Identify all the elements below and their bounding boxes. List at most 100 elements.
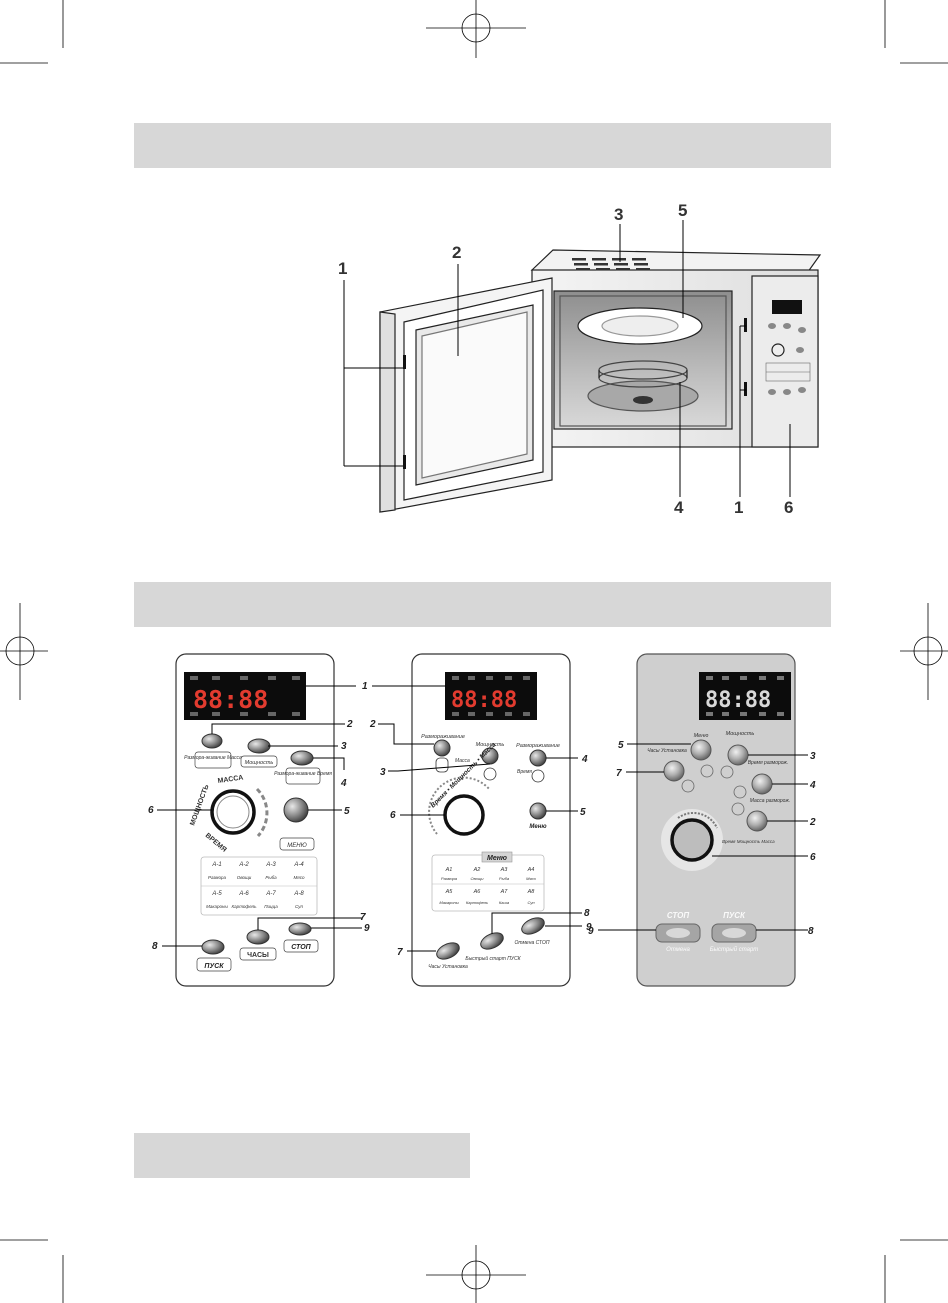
oven-callout-5: 5 bbox=[678, 201, 687, 220]
dial-b[interactable] bbox=[443, 794, 485, 836]
clock-label-c: Часы Установка bbox=[647, 748, 687, 754]
panel-a-callout-3: 3 bbox=[341, 741, 347, 752]
program-code-b8: A8 bbox=[527, 889, 536, 895]
panel-a-callout-9: 9 bbox=[364, 923, 370, 934]
power-label-c: Мощность bbox=[726, 731, 755, 737]
panel-a-callout-2: 2 bbox=[346, 719, 353, 730]
display-digits-c: 88:88 bbox=[705, 688, 771, 713]
defrost-weight-label-a: Разморa-живание Масса bbox=[184, 755, 242, 761]
menu-button-a[interactable] bbox=[283, 797, 309, 823]
menu-label-a: МЕНЮ bbox=[287, 843, 306, 849]
defrost-weight-button-b[interactable] bbox=[433, 739, 451, 757]
program-code-b4: A4 bbox=[527, 867, 535, 873]
dial-c[interactable] bbox=[670, 818, 714, 862]
program-name-b3: Рыба bbox=[499, 876, 510, 881]
program-name-a6: Картофель bbox=[232, 904, 258, 909]
panel-b-callout-6: 6 bbox=[390, 810, 396, 821]
power-button-a[interactable] bbox=[247, 738, 271, 754]
defrost-weight-button-a[interactable] bbox=[201, 733, 223, 749]
panel-c-callout-7: 7 bbox=[616, 768, 622, 779]
program-name-b5: Макароны bbox=[439, 900, 458, 905]
panel-c-callout-6: 6 bbox=[810, 852, 816, 863]
panel-b-callout-9: 9 bbox=[586, 922, 592, 933]
cancel-stop-label-b: Отмена СТОП bbox=[514, 940, 549, 946]
panel-b-callout-7: 7 bbox=[397, 947, 403, 958]
power-label-b: Мощность bbox=[476, 742, 505, 748]
program-cells-a: A-1 Разморa A-2 Овощи A-3 Рыба A-4 Мясо … bbox=[206, 862, 305, 909]
defrost-time-button-a[interactable] bbox=[290, 750, 314, 766]
panel-a-callout-8: 8 bbox=[152, 941, 158, 952]
power-button-c[interactable] bbox=[727, 744, 749, 766]
clock-label-b: Часы Установка bbox=[428, 964, 468, 970]
panel-c-callout-3: 3 bbox=[810, 751, 816, 762]
program-name-b4: Мясо bbox=[526, 876, 536, 881]
menu-button-c[interactable] bbox=[690, 739, 712, 761]
stop-button-a[interactable] bbox=[288, 922, 312, 936]
dial-labels-c: Время Мощность Масса bbox=[722, 839, 775, 844]
program-code-a1: A-1 bbox=[211, 862, 221, 868]
program-name-b7: Каша bbox=[499, 900, 510, 905]
program-code-a2: A-2 bbox=[238, 862, 249, 868]
program-name-b6: Картофель bbox=[466, 900, 488, 905]
program-code-b2: A2 bbox=[473, 867, 481, 873]
oven-callout-3: 3 bbox=[614, 205, 623, 224]
panel-b-callout-8: 8 bbox=[584, 908, 590, 919]
panel-b-callout-3: 3 bbox=[380, 767, 386, 778]
vent-slots bbox=[572, 258, 650, 271]
program-name-a8: Суп bbox=[295, 904, 303, 909]
program-name-a7: Пицца bbox=[264, 904, 278, 909]
start-button-a[interactable] bbox=[201, 939, 225, 955]
section-header-bar-3 bbox=[134, 1133, 470, 1178]
microwave-oven bbox=[379, 249, 822, 513]
oven-callout-2: 2 bbox=[452, 243, 461, 262]
program-code-a5: A-5 bbox=[211, 891, 222, 897]
program-name-a5: Макароны bbox=[206, 904, 228, 909]
oven-callout-4: 4 bbox=[674, 498, 684, 517]
program-name-a1: Разморa bbox=[208, 875, 227, 880]
program-cells-b: A1 Разморa A2 Овощи A3 Рыба A4 Мясо A5 М… bbox=[439, 867, 536, 905]
panel-a-callout-1: 1 bbox=[362, 681, 368, 692]
program-name-b8: Суп bbox=[527, 900, 535, 905]
defrost-time-label-a: Разморa-живание Время bbox=[274, 771, 332, 777]
clock-button-c[interactable] bbox=[663, 760, 685, 782]
clock-button-b[interactable] bbox=[434, 940, 462, 963]
defrost-mass-button-c[interactable] bbox=[746, 810, 768, 832]
clock-label-a: ЧАСЫ bbox=[247, 952, 269, 959]
stop-label-c: СТОП bbox=[667, 911, 689, 920]
quick-start-button-b[interactable] bbox=[478, 930, 506, 953]
quick-start-label-b: Быстрый старт ПУСК bbox=[465, 955, 521, 962]
program-code-a3: A-3 bbox=[265, 862, 276, 868]
defrost-mass-label-b: Масса bbox=[455, 758, 470, 764]
defrost-time-label-b: Время bbox=[517, 769, 532, 775]
menu-button-b[interactable] bbox=[529, 802, 547, 820]
panel-c-callout-4: 4 bbox=[809, 780, 816, 791]
start-label-a: ПУСК bbox=[204, 963, 224, 970]
panel-b-callout-5: 5 bbox=[580, 807, 586, 818]
clock-button-a[interactable] bbox=[246, 929, 270, 945]
program-code-a6: A-6 bbox=[238, 891, 249, 897]
program-code-a7: A-7 bbox=[265, 891, 276, 897]
defrost-time-button-b[interactable] bbox=[529, 749, 547, 767]
start-label-c: ПУСК bbox=[723, 911, 746, 920]
stop-sub-label-c: Отмена bbox=[666, 947, 690, 953]
panel-c-callout-lines bbox=[598, 743, 808, 931]
defrost-time-button-c[interactable] bbox=[751, 773, 773, 795]
cancel-stop-button-b[interactable] bbox=[519, 915, 547, 938]
oven-callout-1a: 1 bbox=[338, 259, 347, 278]
panel-a-callout-6: 6 bbox=[148, 805, 154, 816]
panel-b-callout-lines bbox=[372, 685, 582, 952]
program-code-a4: A-4 bbox=[293, 862, 304, 868]
oven-callout-1b: 1 bbox=[734, 498, 743, 517]
section-header-bar-2 bbox=[134, 582, 831, 627]
program-code-b5: A5 bbox=[445, 889, 454, 895]
program-name-a3: Рыба bbox=[265, 875, 277, 880]
panel-c-callout-8: 8 bbox=[808, 926, 814, 937]
display-digits-b: 88:88 bbox=[451, 688, 517, 713]
panel-b-callout-4: 4 bbox=[581, 754, 588, 765]
panel-c-callout-5: 5 bbox=[618, 740, 624, 751]
defrost-time-label-c: Время разморож. bbox=[748, 760, 789, 766]
defrost-label-b: Размораживание bbox=[421, 734, 465, 740]
oven-callout-lines bbox=[343, 220, 791, 497]
